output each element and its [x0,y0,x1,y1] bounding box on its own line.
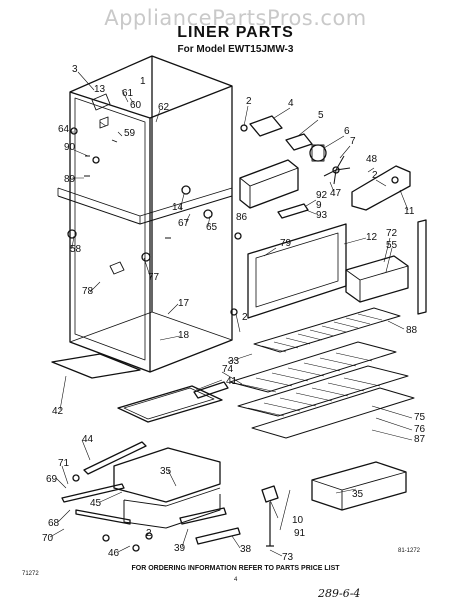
part-label: 76 [414,424,426,435]
part-label: 90 [64,142,76,153]
part-label: 7 [350,136,356,147]
part-label: 61 [122,88,134,99]
handwritten-note: 289-6-4 [318,587,361,600]
part-label: 87 [414,434,426,445]
tray-42 [51,353,141,379]
part-label: 93 [316,210,328,221]
model-number: For Model EWT15JMW-3 [177,44,294,55]
part-label: 18 [178,330,190,341]
part-label: 9 [316,200,322,211]
page-number: 4 [234,577,238,583]
part-label: 2 [372,170,378,181]
part-label: 2 [242,312,248,323]
diagram-title: LINER PARTS [177,24,294,41]
watermark: AppliancePartsPros.com [104,6,367,30]
crisper-drawer [113,447,221,503]
part-label: 72 [386,228,398,239]
part-label: 46 [108,548,120,559]
cabinet-liner [57,55,233,373]
part-label: 48 [366,154,378,165]
part-label: 41 [226,376,238,387]
part-label: 12 [366,232,378,243]
part-label: 71 [58,458,70,469]
part-label: 45 [90,498,102,509]
part-label: 91 [294,528,306,539]
part-label: 14 [172,202,184,213]
part-label: 44 [82,434,94,445]
rail-70 [61,483,125,503]
part-label: 69 [46,474,58,485]
part-label: 38 [240,544,252,555]
part-label: 6 [344,126,350,137]
part-label: 75 [414,412,426,423]
part-label: 55 [386,240,398,251]
part-label: 4 [288,98,294,109]
part-label: 86 [236,212,248,223]
part-label: 35 [352,489,364,500]
part-label: 39 [174,543,186,554]
crisper-cover [117,385,223,423]
part-label: 79 [280,238,292,249]
control-assembly [234,115,427,315]
drawing-code: 81-1272 [398,548,421,554]
part-label: 68 [48,518,60,529]
part-label: 64 [58,124,70,135]
part-label: 77 [148,272,160,283]
part-label: 17 [178,298,190,309]
part-label: 2 [146,528,152,539]
part-label: 13 [94,84,106,95]
part-label: 74 [222,364,234,375]
part-label: 35 [160,466,172,477]
part-label: 47 [330,188,342,199]
part-label: 92 [316,190,328,201]
part-label: 88 [406,325,418,336]
part-label: 70 [42,533,54,544]
part-label: 2 [246,96,252,107]
rail-38 [179,507,227,525]
part-label: 42 [52,406,64,417]
part-label: 67 [178,218,190,229]
part-label: 58 [70,244,82,255]
part-label: 11 [404,206,415,217]
part-label: 78 [82,286,94,297]
footer-note: FOR ORDERING INFORMATION REFER TO PARTS … [131,565,340,572]
footer-code: 71272 [22,571,39,577]
part-label: 59 [124,128,136,139]
part-label: 5 [318,110,324,121]
part-label: 60 [130,100,142,111]
part-label: 10 [292,515,304,526]
divider-panel [247,223,347,319]
part-label: 89 [64,174,76,185]
part-label: 3 [72,64,78,75]
rail-44 [83,441,147,475]
meat-pan [311,461,407,511]
part-label: 1 [140,76,146,87]
part-label: 33 [228,356,240,367]
door-bin [345,255,409,303]
wire-shelves [229,307,415,439]
part-label: 65 [206,222,218,233]
part-label: 73 [282,552,294,563]
part-label: 62 [158,102,170,113]
